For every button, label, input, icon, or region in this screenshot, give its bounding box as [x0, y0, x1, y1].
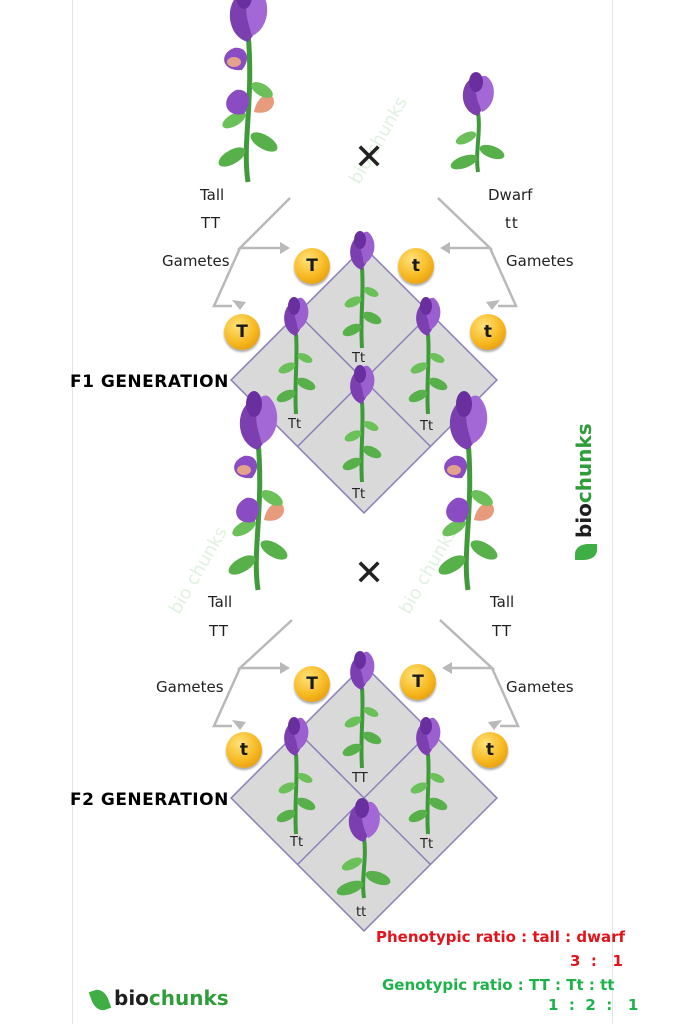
f2-cell-label: Tt	[420, 837, 434, 852]
cross-symbol: ✕	[354, 553, 385, 594]
gametes-label-left: Gametes	[162, 252, 230, 270]
frame-right-line	[612, 0, 613, 1024]
gamete-circle: t	[472, 732, 508, 768]
phenotypic-ratio-label: Phenotypic ratio : tall : dwarf	[376, 928, 626, 946]
f2-cell-label: tt	[356, 905, 367, 920]
cross-symbol: ✕	[354, 137, 385, 178]
parent-right-genotype: TT	[492, 622, 513, 640]
gamete-circle: t	[398, 248, 434, 284]
f1-cell-label: Tt	[352, 351, 366, 366]
gamete-circle: T	[294, 248, 330, 284]
brand-prefix: bio	[572, 503, 596, 538]
gamete-circle: t	[470, 314, 506, 350]
f1-cell-label: Tt	[288, 417, 302, 432]
parent-right-label: Tall	[490, 593, 515, 611]
gamete-circle: T	[294, 666, 330, 702]
parent-left-genotype: TT	[209, 622, 230, 640]
parent-left-genotype: TT	[201, 214, 222, 232]
phenotypic-ratio-values: 3 : 1	[570, 952, 623, 970]
gametes-label-right: Gametes	[506, 678, 574, 696]
brand-suffix: chunks	[572, 423, 596, 504]
leaf-icon	[88, 986, 112, 1013]
f1-cell-label: Tt	[352, 487, 366, 502]
frame-left-line	[72, 0, 73, 1024]
parent-left-label: Tall	[208, 593, 233, 611]
f1-generation-title: F1 GENERATION	[70, 372, 229, 392]
leaf-icon	[574, 544, 597, 560]
gametes-label-left: Gametes	[156, 678, 224, 696]
brand-logo: biochunks	[88, 986, 229, 1013]
f2-cell-label: Tt	[290, 835, 304, 850]
brand-prefix: bio	[114, 986, 149, 1010]
gamete-circle: T	[224, 314, 260, 350]
parent-left-label: Tall	[200, 186, 225, 204]
brand-logo-vertical: biochunks	[572, 423, 597, 560]
f2-generation-title: F2 GENERATION	[70, 790, 229, 810]
f2-cell-label: TT	[352, 771, 368, 786]
gamete-circle: t	[226, 732, 262, 768]
parent-right-label: Dwarf	[488, 186, 533, 204]
genotypic-ratio-values: 1 : 2 : 1	[548, 996, 639, 1014]
genotypic-ratio-label: Genotypic ratio : TT : Tt : tt	[382, 976, 615, 994]
brand-suffix: chunks	[148, 986, 229, 1010]
f1-cell-label: Tt	[420, 419, 434, 434]
parent-right-genotype: tt	[505, 214, 519, 232]
gametes-label-right: Gametes	[506, 252, 574, 270]
gamete-circle: T	[400, 664, 436, 700]
